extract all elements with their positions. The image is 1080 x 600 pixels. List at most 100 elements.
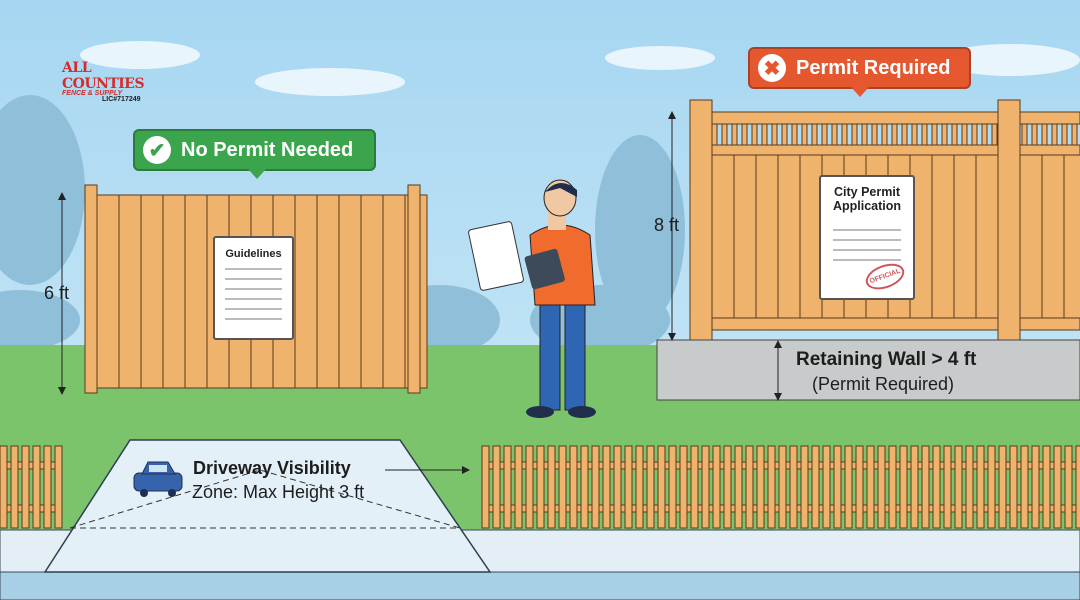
- retaining-wall: [656, 339, 1080, 401]
- picket: [921, 445, 930, 529]
- fence-board: [184, 194, 208, 389]
- lattice-slat: [941, 123, 948, 146]
- fence-board: [733, 154, 757, 326]
- sign-title: City Permit Application: [832, 185, 902, 213]
- fence-board: [1041, 154, 1065, 326]
- lattice-slat: [921, 123, 928, 146]
- lattice-slat: [801, 123, 808, 146]
- lattice-slat: [1071, 123, 1078, 146]
- picket: [591, 445, 600, 529]
- picket: [32, 445, 41, 529]
- lattice-slat: [871, 123, 878, 146]
- fence-board: [1063, 154, 1080, 326]
- picket: [1009, 445, 1018, 529]
- driveway-subtitle: Zone: Max Height 3 ft: [192, 482, 365, 502]
- picket: [756, 445, 765, 529]
- lattice-slat: [981, 123, 988, 146]
- picket: [943, 445, 952, 529]
- callout-text: Permit Required: [796, 56, 951, 79]
- lattice-slat: [971, 123, 978, 146]
- picket: [1075, 445, 1080, 529]
- person-with-clipboard: [468, 179, 596, 418]
- picket: [965, 445, 974, 529]
- lattice-slat: [811, 123, 818, 146]
- picket: [844, 445, 853, 529]
- lattice-slat: [741, 123, 748, 146]
- fence-post: [689, 99, 713, 341]
- fence-mid-rail: [699, 144, 1080, 156]
- picket: [624, 445, 633, 529]
- picket: [888, 445, 897, 529]
- picket: [613, 445, 622, 529]
- fence-board: [711, 154, 735, 326]
- picket: [800, 445, 809, 529]
- fence-post: [84, 184, 98, 394]
- road: [0, 571, 1080, 600]
- permit-required-callout: ✖ Permit Required: [748, 47, 971, 97]
- lattice-slat: [911, 123, 918, 146]
- brand-logo: ALL COUNTIES FENCE & SUPPLY LIC#717249: [62, 60, 145, 103]
- lattice-slat: [821, 123, 828, 146]
- car-icon: [133, 461, 183, 497]
- picket: [1020, 445, 1029, 529]
- picket: [54, 445, 63, 529]
- fence-board: [338, 194, 362, 389]
- picket: [43, 445, 52, 529]
- lattice-slat: [1021, 123, 1028, 146]
- fence-board: [975, 154, 999, 326]
- picket: [525, 445, 534, 529]
- picket: [866, 445, 875, 529]
- picket: [701, 445, 710, 529]
- picket-rail: [0, 504, 63, 513]
- official-stamp: OFFICIAL: [862, 258, 908, 295]
- picket: [822, 445, 831, 529]
- lattice-slat: [841, 123, 848, 146]
- picket: [646, 445, 655, 529]
- fence-board: [953, 154, 977, 326]
- callout-text: No Permit Needed: [181, 138, 354, 161]
- sign-title: Guidelines: [225, 248, 282, 260]
- picket: [690, 445, 699, 529]
- lattice-slat: [881, 123, 888, 146]
- picket: [734, 445, 743, 529]
- height-label-6ft: 6 ft: [44, 283, 70, 303]
- lattice-slat: [1061, 123, 1068, 146]
- fence-board: [360, 194, 384, 389]
- picket: [767, 445, 776, 529]
- picket: [833, 445, 842, 529]
- picket: [657, 445, 666, 529]
- retaining-wall-title: Retaining Wall > 4 ft: [796, 349, 977, 370]
- lattice-slat: [861, 123, 868, 146]
- picket: [635, 445, 644, 529]
- clouds: [80, 41, 1080, 96]
- picket: [668, 445, 677, 529]
- lattice-slat: [791, 123, 798, 146]
- fence-top-rail: [699, 111, 1080, 125]
- picket-fences: [0, 445, 1080, 529]
- fence-board: [162, 194, 186, 389]
- picket: [536, 445, 545, 529]
- lattice-slat: [761, 123, 768, 146]
- fence-board: [118, 194, 142, 389]
- lattice-slat: [771, 123, 778, 146]
- driveway-title: Driveway Visibility: [193, 458, 351, 478]
- lattice-slat: [751, 123, 758, 146]
- picket: [1031, 445, 1040, 529]
- lattice-slat: [991, 123, 998, 146]
- picket: [602, 445, 611, 529]
- lattice-slat: [711, 123, 718, 146]
- picket-rail: [0, 461, 63, 470]
- picket: [910, 445, 919, 529]
- picket: [492, 445, 501, 529]
- picket: [558, 445, 567, 529]
- fence-post: [997, 99, 1021, 341]
- picket: [811, 445, 820, 529]
- lattice-slat: [931, 123, 938, 146]
- fence-post: [407, 184, 421, 394]
- picket: [932, 445, 941, 529]
- lattice-slat: [961, 123, 968, 146]
- lattice-slat: [731, 123, 738, 146]
- picket: [481, 445, 490, 529]
- picket: [998, 445, 1007, 529]
